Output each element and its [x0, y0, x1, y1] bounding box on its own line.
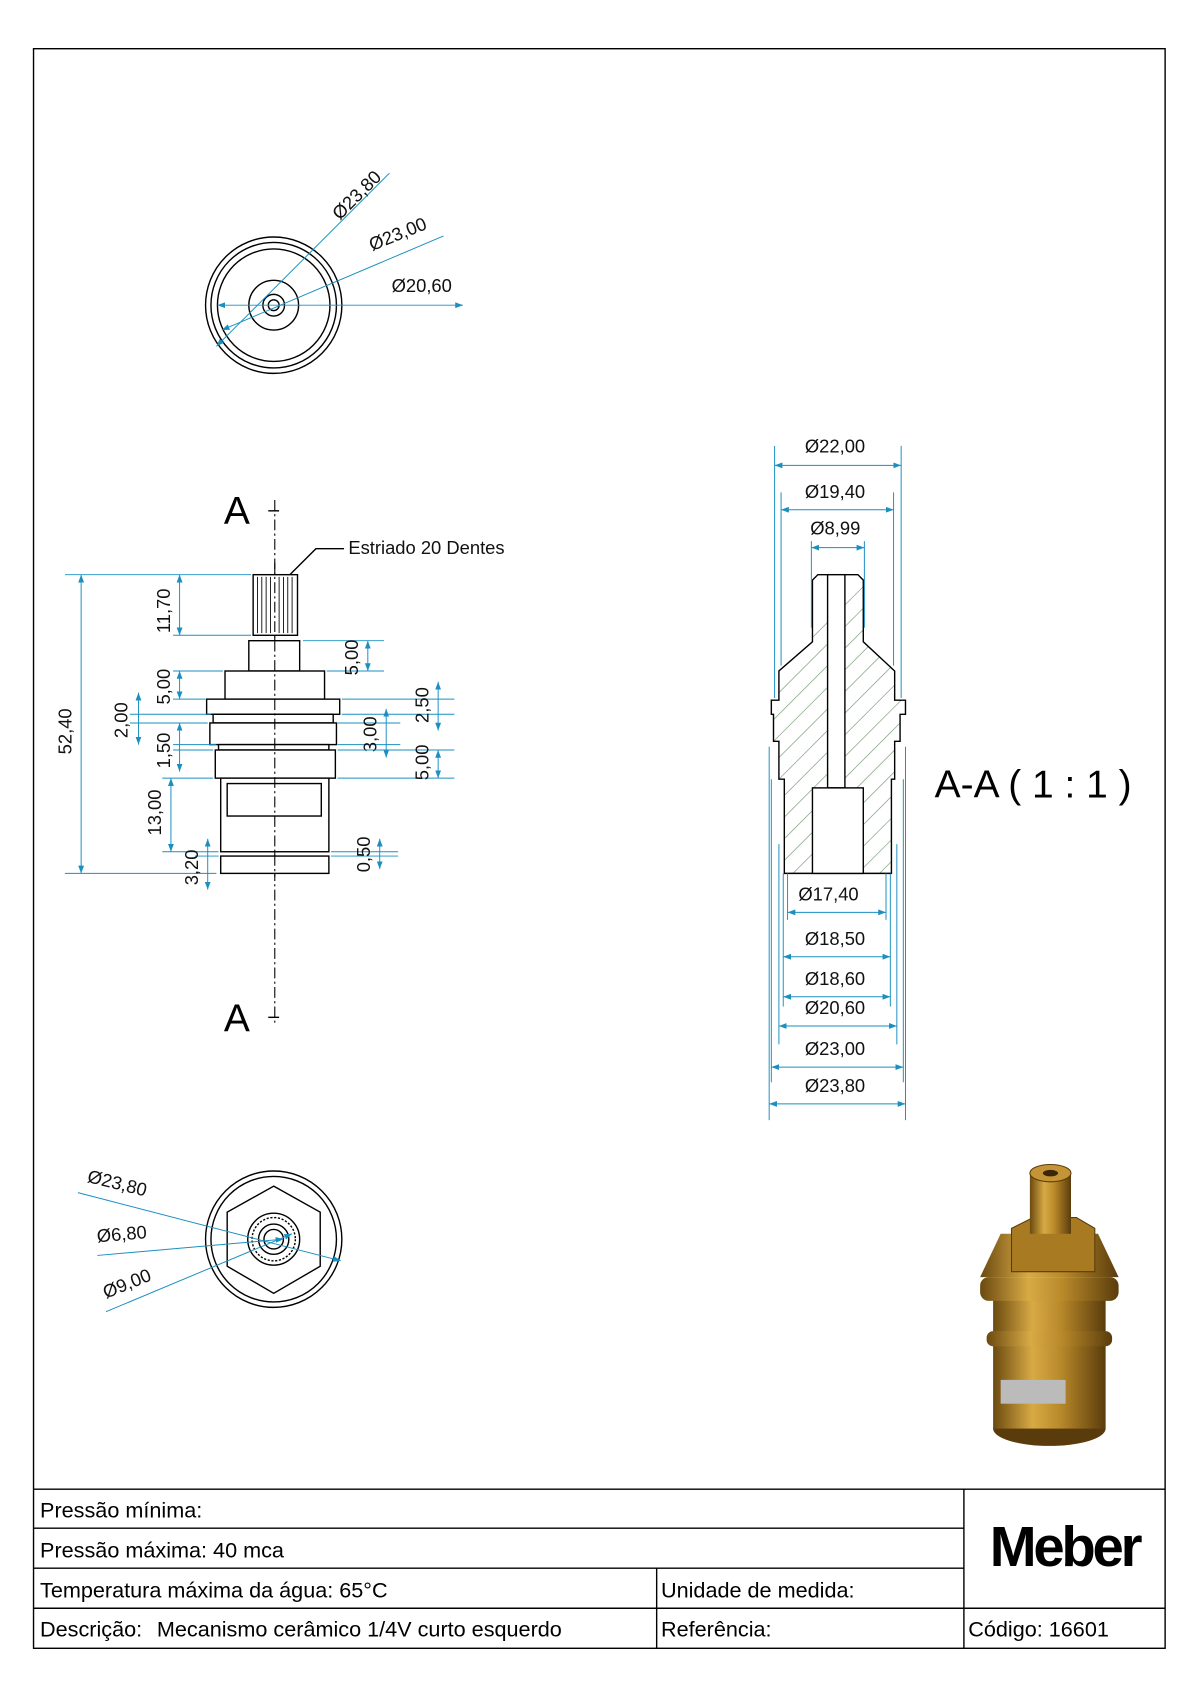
dim-top-20-60: Ø20,60: [392, 275, 452, 296]
title-block: [33, 1488, 1166, 1649]
dim-section-18-50: Ø18,50: [805, 928, 865, 949]
dim-right-2-50: 2,50: [411, 687, 432, 723]
dim-section-23-80: Ø23,80: [805, 1075, 865, 1096]
min-pressure-label: Pressão mínima:: [40, 1497, 202, 1522]
dim-section-17-40: Ø17,40: [798, 883, 858, 904]
description-value: Mecanismo cerâmico 1/4V curto esquerdo: [157, 1616, 562, 1641]
description-label: Descrição:: [40, 1616, 142, 1641]
dim-section-8-99: Ø8,99: [810, 518, 860, 539]
section-marker-top: A: [224, 490, 250, 533]
dim-section-19-40: Ø19,40: [805, 481, 865, 502]
section-marker-bottom: A: [224, 997, 250, 1040]
dim-section-18-60: Ø18,60: [805, 968, 865, 989]
dim-bottom-9-00: Ø9,00: [100, 1264, 154, 1302]
max-pressure-label: Pressão máxima: 40 mca: [40, 1537, 285, 1562]
bottom-view: Ø23,80 Ø6,80 Ø9,00: [77, 1165, 343, 1313]
dim-bottom-23-80: Ø23,80: [86, 1165, 150, 1200]
dim-bottom: 3,20: [181, 850, 202, 886]
code-label: Código: 16601: [968, 1616, 1109, 1641]
dim-spline: 11,70: [153, 588, 174, 633]
dim-flange-gap: 2,00: [111, 702, 132, 738]
dim-top-23-80: Ø23,80: [328, 166, 385, 223]
dim-section-20-60: Ø20,60: [805, 997, 865, 1018]
meber-logo: Meber: [990, 1515, 1143, 1578]
section-view: Ø22,00 Ø19,40 Ø8,99 Ø17,40 Ø18,50 Ø18,60…: [768, 435, 1132, 1121]
unit-label: Unidade de medida:: [661, 1577, 855, 1602]
product-3d-render: [980, 1163, 1119, 1446]
dim-top-23-00: Ø23,00: [366, 213, 430, 255]
dim-body: 13,00: [144, 790, 165, 836]
front-view: A A Estriado 20 Dentes 52,40 11,70 5,00: [54, 490, 504, 1041]
sheet-frame: [32, 47, 1166, 1649]
dim-right-3-00: 3,00: [359, 716, 380, 752]
max-temperature-label: Temperatura máxima da água: 65°C: [40, 1577, 388, 1602]
dim-groove: 1,50: [153, 733, 174, 769]
dim-right-0-50: 0,50: [353, 837, 374, 873]
dim-bottom-6-80: Ø6,80: [96, 1221, 148, 1246]
dim-right-5-00: 5,00: [411, 745, 432, 781]
dim-section-22-00: Ø22,00: [805, 435, 865, 456]
section-title: A-A ( 1 : 1 ): [935, 764, 1132, 807]
dim-neck: 5,00: [341, 640, 362, 676]
spline-callout: Estriado 20 Dentes: [348, 537, 504, 558]
dim-hex: 5,00: [153, 669, 174, 705]
top-view: Ø23,80 Ø23,00 Ø20,60: [204, 166, 464, 375]
reference-label: Referência:: [661, 1616, 772, 1641]
dim-section-23-00: Ø23,00: [805, 1038, 865, 1059]
dim-total-height: 52,40: [54, 708, 75, 754]
